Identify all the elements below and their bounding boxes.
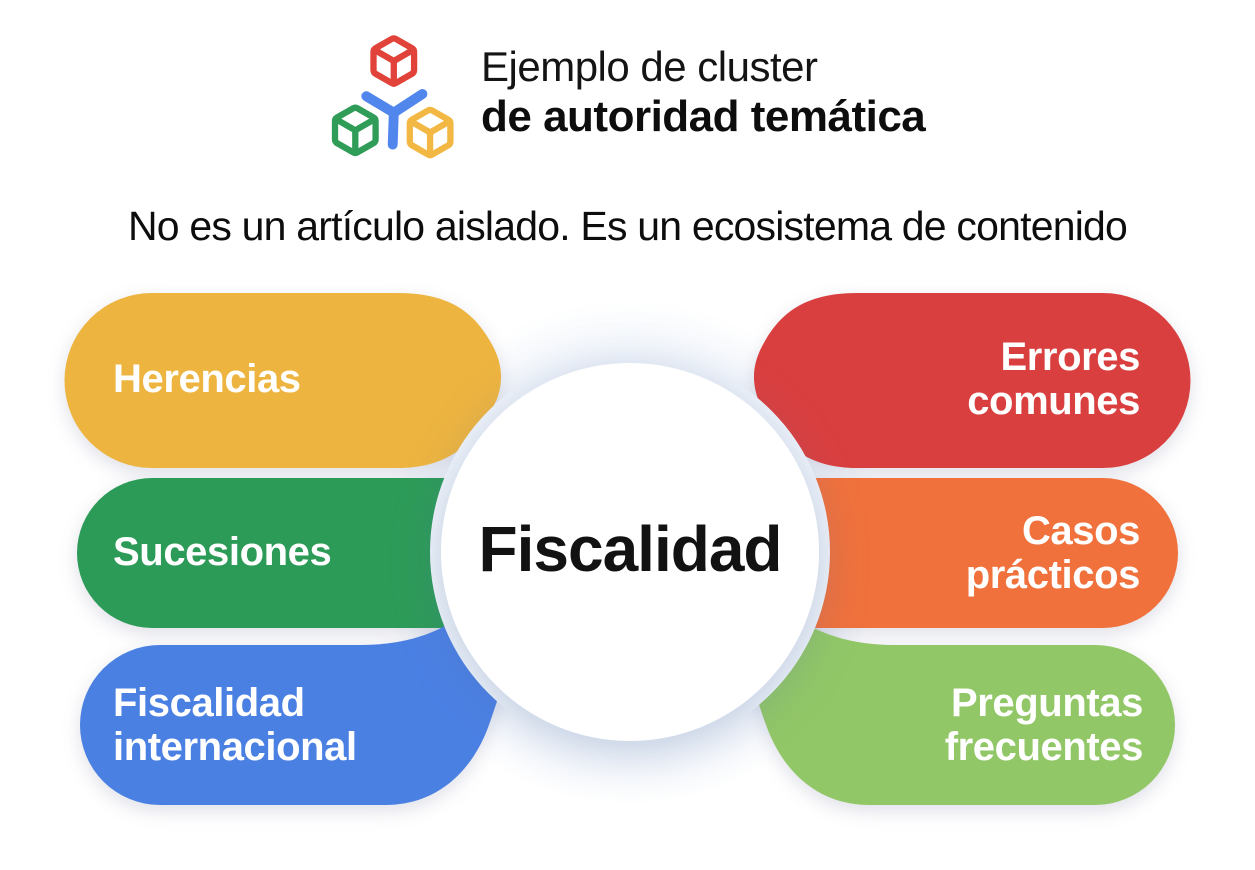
node-shape-errores-comunes — [753, 293, 1191, 468]
logo-y-connector-icon — [361, 89, 428, 150]
subtitle: No es un artículo aislado. Es un ecosist… — [127, 203, 1128, 249]
page-title: Ejemplo de cluster de autoridad temática — [481, 43, 926, 142]
node-shape-herencias — [64, 293, 502, 468]
title-line-1: Ejemplo de cluster — [481, 43, 818, 90]
node-label-errores-comunes: Errores comunes — [967, 335, 1140, 423]
center-node-label: Fiscalidad — [478, 513, 783, 585]
cluster-cubes-logo-icon — [331, 35, 454, 159]
title-line-2: de autoridad temática — [481, 92, 926, 142]
node-label-casos-practicos: Casos prácticos — [965, 509, 1141, 597]
node-label-preguntas-frecuentes: Preguntas frecuentes — [944, 681, 1144, 769]
cube-icon-yellow — [406, 106, 454, 159]
node-shape-fiscalidad-internacional — [80, 550, 530, 805]
center-node-circle — [441, 363, 819, 741]
cube-icon-green — [331, 104, 379, 157]
node-shape-preguntas-frecuentes — [725, 550, 1175, 805]
cube-icon-red — [370, 35, 418, 87]
node-label-sucesiones: Sucesiones — [113, 530, 332, 574]
node-label-herencias: Herencias — [113, 357, 301, 401]
node-label-fiscalidad-internacional: Fiscalidad internacional — [113, 681, 357, 769]
